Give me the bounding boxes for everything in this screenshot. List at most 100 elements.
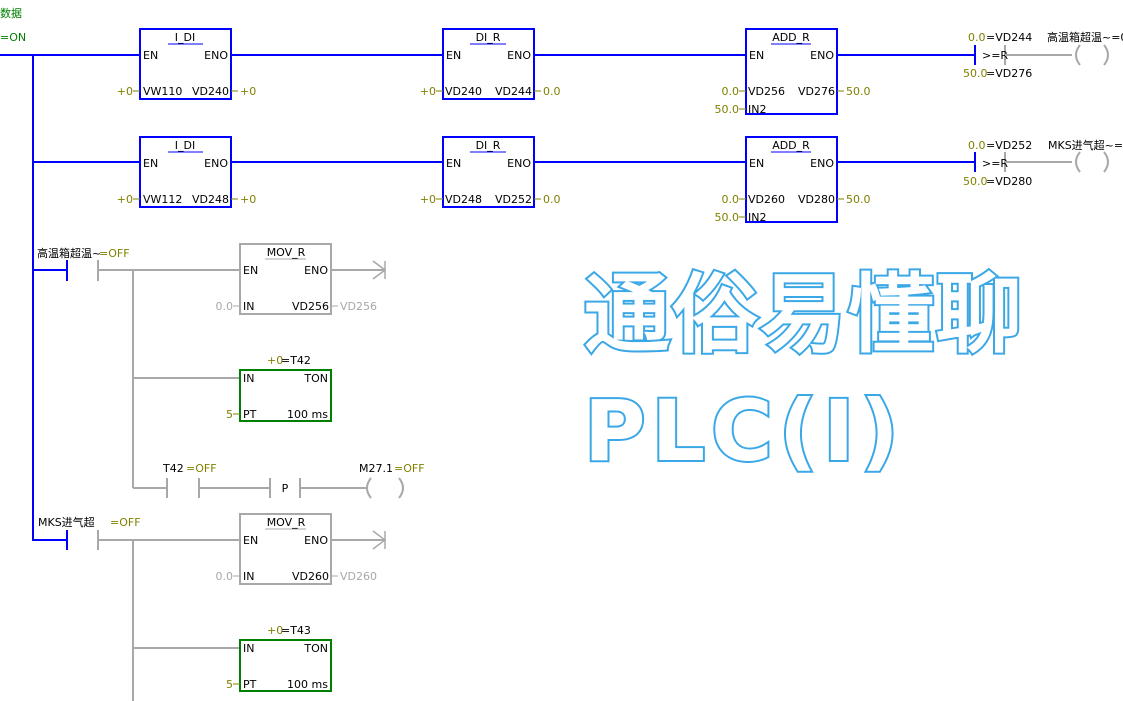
contact-high-temp[interactable]: 高温箱超温~ =OFF [37, 246, 130, 281]
contact-state: =OFF [99, 247, 130, 260]
en-pin: EN [143, 49, 158, 62]
di-r-block-1[interactable]: DI_R EN ENO VD240 VD244 [442, 28, 535, 100]
arrow-terminator-icon [372, 530, 387, 550]
timer-preset: +0 [267, 624, 283, 637]
out-address: VD240 [192, 85, 229, 98]
add-r-block-1[interactable]: ADD_R EN ENO VD256 IN2 VD276 [745, 28, 838, 116]
out-address: VD244 [495, 85, 532, 98]
en-pin: EN [446, 157, 461, 170]
eno-pin: ENO [304, 264, 328, 277]
contact-state: =OFF [186, 462, 217, 475]
ton-timer-t42[interactable]: +0 =T42 IN TON PT 100 ms [239, 354, 332, 422]
in-address: VW110 [143, 85, 182, 98]
eno-pin: ENO [810, 157, 834, 170]
out-address: VD252 [495, 193, 532, 206]
block-title: I_DI [175, 31, 195, 44]
add-r-block-2[interactable]: ADD_R EN ENO VD260 IN2 VD280 [745, 136, 838, 224]
mov-r-block-2[interactable]: MOV_R EN ENO IN VD260 [239, 513, 332, 585]
positive-edge-contact[interactable]: P [269, 478, 301, 498]
en-pin: EN [446, 49, 461, 62]
en-pin: EN [143, 157, 158, 170]
in-value: +0 [420, 85, 436, 98]
contact-name: MKS进气超 [38, 515, 95, 529]
watermark-subtitle: PLC(I) [582, 380, 905, 482]
out-reference: VD256 [340, 300, 377, 313]
block-title: ADD_R [772, 139, 810, 152]
mov-r-block-1[interactable]: MOV_R EN ENO IN VD256 [239, 243, 332, 315]
header-title: 数据 [0, 6, 22, 20]
timer-base: 100 ms [287, 678, 328, 691]
timer-name: =T42 [281, 354, 311, 367]
out-address: VD248 [192, 193, 229, 206]
out-address: VD256 [292, 300, 329, 313]
block-title: I_DI [175, 139, 195, 152]
compare-bottom-address: =VD276 [986, 67, 1032, 80]
out-address: VD280 [798, 193, 835, 206]
out-value: +0 [240, 193, 256, 206]
watermark-title: 通俗易懂聊 [582, 263, 1024, 367]
block-title: MOV_R [267, 246, 306, 259]
timer-type: TON [303, 642, 328, 655]
eno-pin: ENO [507, 49, 531, 62]
timer-pt-pin: PT [243, 678, 257, 691]
in-address: VD240 [445, 85, 482, 98]
contact-state: =OFF [110, 516, 141, 529]
output-coil-1[interactable]: 高温箱超温~=0 [1047, 30, 1123, 66]
out-reference: VD260 [340, 570, 377, 583]
in-label: IN [243, 570, 254, 583]
network1: I_DI EN ENO VW110 VD240 +0 +0 DI_R EN EN… [117, 28, 1123, 116]
timer-in-pin: IN [243, 642, 254, 655]
in-value: 0.0 [216, 570, 234, 583]
di-r-block-2[interactable]: DI_R EN ENO VD248 VD252 [442, 136, 535, 208]
in1-value: 0.0 [722, 85, 740, 98]
eno-pin: ENO [304, 534, 328, 547]
out-value: 50.0 [846, 193, 871, 206]
coil-name: MKS进气超~=0 [1048, 138, 1123, 152]
contact-name: 高温箱超温~ [37, 246, 101, 260]
eno-pin: ENO [204, 157, 228, 170]
i-di-block-1[interactable]: I_DI EN ENO VW110 VD240 [139, 28, 232, 100]
out-address: VD260 [292, 570, 329, 583]
in2-label: IN2 [748, 211, 766, 224]
timer-pt-value: 5 [226, 678, 233, 691]
compare-operator: >=R [982, 157, 1008, 170]
compare-top-address: =VD252 [986, 139, 1032, 152]
out-value: 50.0 [846, 85, 871, 98]
in-value: +0 [117, 85, 133, 98]
block-title: ADD_R [772, 31, 810, 44]
compare-bottom-value: 50.0 [963, 175, 988, 188]
branch2: MKS进气超 =OFF MOV_R EN ENO IN VD260 0.0 VD… [33, 513, 387, 701]
timer-name: =T43 [281, 624, 311, 637]
ton-timer-t43[interactable]: +0 =T43 IN TON PT 100 ms [239, 624, 332, 692]
contact-mks[interactable]: MKS进气超 =OFF [38, 515, 141, 550]
in-address: VW112 [143, 193, 182, 206]
contact-name: T42 [162, 462, 184, 475]
compare-bottom-value: 50.0 [963, 67, 988, 80]
block-title: DI_R [476, 139, 501, 152]
in2-value: 50.0 [715, 211, 740, 224]
compare-operator: >=R [982, 49, 1008, 62]
compare-top-value: 0.0 [968, 31, 986, 44]
coil-m27-1[interactable]: M27.1 =OFF [359, 462, 425, 499]
compare-contact-2[interactable]: 0.0 =VD252 >=R 50.0 =VD280 [963, 139, 1032, 188]
timer-type: TON [303, 372, 328, 385]
coil-name: M27.1 [359, 462, 393, 475]
in1-address: VD260 [748, 193, 785, 206]
contact-t42[interactable]: T42 =OFF [162, 462, 217, 498]
compare-top-value: 0.0 [968, 139, 986, 152]
timer-preset: +0 [267, 354, 283, 367]
timer-in-pin: IN [243, 372, 254, 385]
eno-pin: ENO [507, 157, 531, 170]
en-pin: EN [749, 157, 764, 170]
block-title: DI_R [476, 31, 501, 44]
i-di-block-2[interactable]: I_DI EN ENO VW112 VD248 [139, 136, 232, 208]
eno-pin: ENO [810, 49, 834, 62]
compare-top-address: =VD244 [986, 31, 1032, 44]
coil-name: 高温箱超温~=0 [1047, 30, 1123, 44]
output-coil-2[interactable]: MKS进气超~=0 [1048, 138, 1123, 173]
timer-pt-value: 5 [226, 408, 233, 421]
coil-state: =OFF [394, 462, 425, 475]
block-title: MOV_R [267, 516, 306, 529]
edge-label: P [282, 482, 289, 495]
